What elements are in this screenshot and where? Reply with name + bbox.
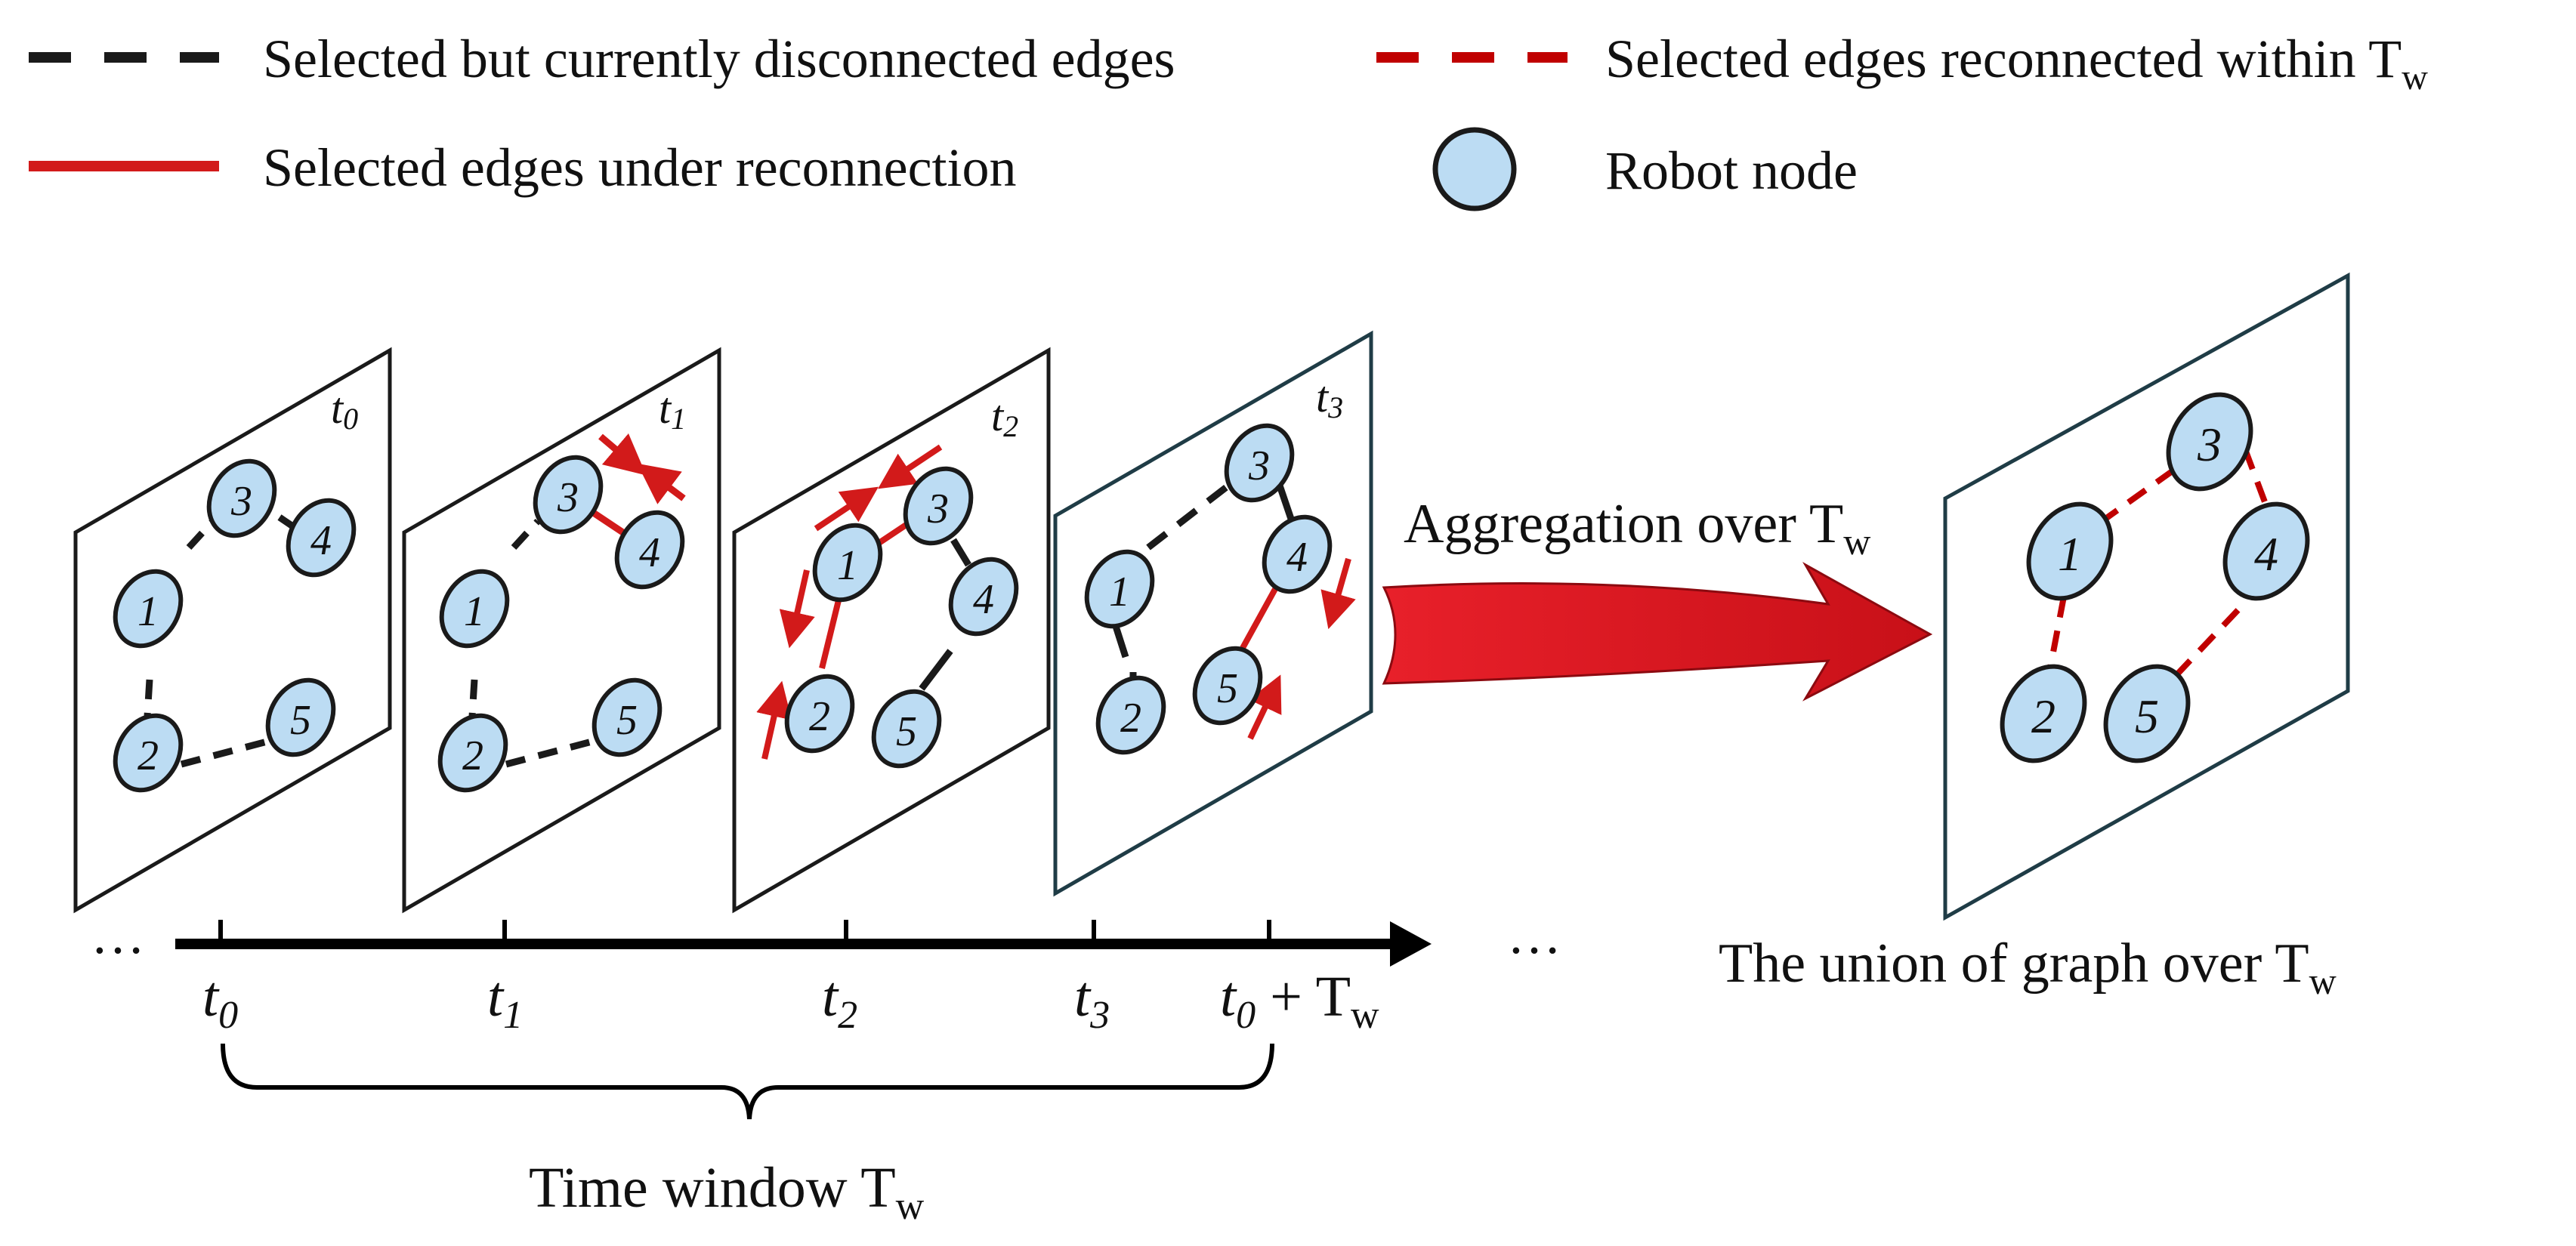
panel-t2-node-4: 4 xyxy=(948,557,1019,637)
timeline-label-t3: t3 xyxy=(1074,965,1110,1037)
panel-t3-node-2: 2 xyxy=(1095,675,1166,755)
svg-text:5: 5 xyxy=(2135,689,2159,743)
svg-text:4: 4 xyxy=(1286,534,1308,581)
timeline-label-t1: t1 xyxy=(487,965,523,1037)
panel-t3-node-5: 5 xyxy=(1192,646,1263,726)
union-node-5: 5 xyxy=(2103,664,2191,763)
legend-red-dashed-label: Selected edges reconnected within Tw xyxy=(1605,29,2428,97)
panel-t1-node-1: 1 xyxy=(439,569,510,649)
timeline: … … t0 t1 t2 t3 t0 + Tw xyxy=(91,905,1561,1037)
legend-node-label: Robot node xyxy=(1605,140,1858,201)
svg-text:5: 5 xyxy=(616,697,638,744)
union-node-1: 1 xyxy=(2026,501,2114,601)
legend: Selected but currently disconnected edge… xyxy=(29,29,2428,211)
timeline-ellipsis-right: … xyxy=(1507,905,1561,965)
panel-t2-node-5: 5 xyxy=(871,689,942,769)
panel-t0: t0 3 4 1 2 5 xyxy=(73,347,392,914)
svg-text:2: 2 xyxy=(1120,695,1141,742)
panel-t0-node-5: 5 xyxy=(265,677,336,757)
legend-node-icon xyxy=(1432,127,1517,211)
legend-red-dashed: Selected edges reconnected within Tw xyxy=(1376,29,2428,97)
svg-text:4: 4 xyxy=(2254,527,2278,581)
svg-text:4: 4 xyxy=(639,529,660,576)
panel-t0-node-1: 1 xyxy=(113,569,184,649)
panel-t0-node-2: 2 xyxy=(113,713,184,793)
timeline-ellipsis-left: … xyxy=(91,905,145,965)
union-node-4: 4 xyxy=(2222,501,2310,601)
panel-t0-label: t0 xyxy=(331,384,358,436)
svg-text:5: 5 xyxy=(1217,665,1238,712)
svg-text:5: 5 xyxy=(290,697,311,744)
svg-text:2: 2 xyxy=(137,732,159,779)
panel-t1-node-3: 3 xyxy=(533,455,604,535)
union-label: The union of graph over Tw xyxy=(1719,933,2337,1002)
panel-t3-node-3: 3 xyxy=(1224,423,1295,503)
panel-t0-node-3: 3 xyxy=(206,458,277,538)
legend-red-solid-label: Selected edges under reconnection xyxy=(263,137,1017,198)
timeline-label-t0-plus-tw: t0 + Tw xyxy=(1220,965,1379,1037)
panel-t2-node-2: 2 xyxy=(784,674,855,754)
svg-text:1: 1 xyxy=(837,542,858,589)
svg-text:3: 3 xyxy=(927,486,949,532)
svg-text:1: 1 xyxy=(1109,569,1130,615)
svg-text:3: 3 xyxy=(230,478,252,525)
time-window-brace xyxy=(221,1043,1274,1120)
panel-t3-node-1: 1 xyxy=(1084,549,1155,629)
panel-t3-label: t3 xyxy=(1316,372,1343,424)
panel-t1-label: t1 xyxy=(659,384,686,436)
svg-text:1: 1 xyxy=(464,588,485,635)
svg-text:2: 2 xyxy=(2031,689,2056,743)
panel-t3-node-4: 4 xyxy=(1262,514,1333,594)
svg-text:1: 1 xyxy=(2058,527,2082,581)
legend-black-dashed: Selected but currently disconnected edge… xyxy=(29,29,1175,89)
svg-text:4: 4 xyxy=(973,576,994,623)
svg-text:5: 5 xyxy=(896,708,917,755)
panel-t1-node-5: 5 xyxy=(591,677,663,757)
panel-t1: t1 3 4 1 2 5 xyxy=(402,347,721,914)
panel-t3: t3 3 4 1 2 5 xyxy=(1053,330,1373,897)
panel-t1-node-2: 2 xyxy=(437,713,508,793)
legend-red-solid: Selected edges under reconnection xyxy=(29,137,1017,198)
union-node-3: 3 xyxy=(2166,392,2253,492)
panel-t0-node-4: 4 xyxy=(286,498,357,578)
legend-node: Robot node xyxy=(1432,127,1858,211)
timeline-arrowhead xyxy=(1390,921,1432,967)
union-node-2: 2 xyxy=(2000,664,2087,763)
timeline-label-t0: t0 xyxy=(202,965,238,1037)
panel-t2: t2 3 4 1 2 5 xyxy=(732,347,1051,914)
svg-text:3: 3 xyxy=(557,474,579,521)
svg-text:4: 4 xyxy=(310,517,332,564)
timeline-label-t2: t2 xyxy=(822,965,857,1037)
aggregation-label: Aggregation over Tw xyxy=(1404,493,1870,563)
union-panel: 3 4 1 2 5 xyxy=(1943,272,2350,921)
svg-text:3: 3 xyxy=(1248,443,1270,489)
svg-text:2: 2 xyxy=(462,732,483,779)
panel-t2-node-3: 3 xyxy=(903,466,974,546)
svg-text:2: 2 xyxy=(809,693,830,740)
aggregation-arrow xyxy=(1382,562,1933,702)
legend-black-dashed-label: Selected but currently disconnected edge… xyxy=(263,29,1175,89)
panel-t2-node-1: 1 xyxy=(812,523,883,603)
svg-text:1: 1 xyxy=(137,588,159,635)
panel-t2-label: t2 xyxy=(991,391,1018,443)
svg-text:3: 3 xyxy=(2197,418,2222,471)
panel-t1-node-4: 4 xyxy=(614,510,685,590)
time-window-label: Time window Tw xyxy=(529,1156,925,1228)
